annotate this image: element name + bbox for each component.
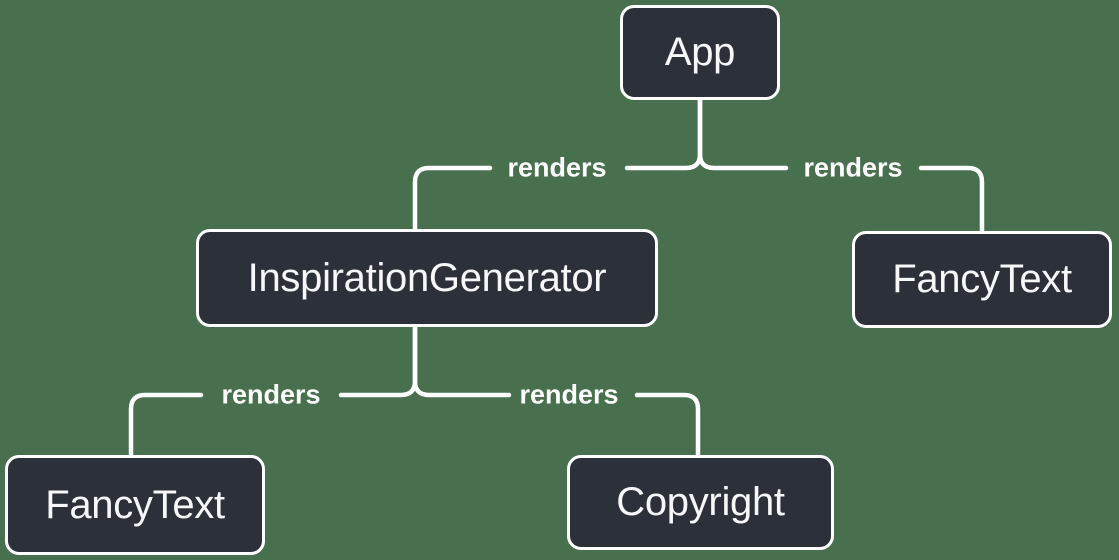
node-label: InspirationGenerator [247, 255, 607, 300]
edge-label-renders: renders [803, 152, 903, 183]
node-label: FancyText [45, 482, 225, 527]
edge-line [634, 392, 701, 460]
node-copyright: Copyright [567, 455, 834, 550]
node-fancy-text-bottom: FancyText [5, 455, 265, 555]
edge-line [918, 165, 985, 236]
edge-app-to-fancy-text-top [697, 98, 985, 236]
edge-label-renders: renders [519, 379, 619, 410]
node-label: App [664, 30, 736, 74]
edge-label-renders: renders [507, 152, 607, 183]
edge-inspiration-generator-to-copyright [412, 323, 701, 460]
edge-line [624, 98, 703, 171]
edge-label-renders: renders [221, 379, 321, 410]
node-label: FancyText [892, 257, 1072, 301]
edge-line [412, 323, 512, 398]
edge-line [697, 98, 789, 171]
node-fancy-text-top: FancyText [852, 231, 1112, 328]
edge-line [412, 165, 493, 234]
edge-line [338, 323, 418, 398]
node-app: App [620, 5, 780, 100]
edge-line [128, 392, 204, 460]
node-inspiration-generator: InspirationGenerator [196, 229, 658, 327]
node-label: Copyright [616, 480, 785, 524]
